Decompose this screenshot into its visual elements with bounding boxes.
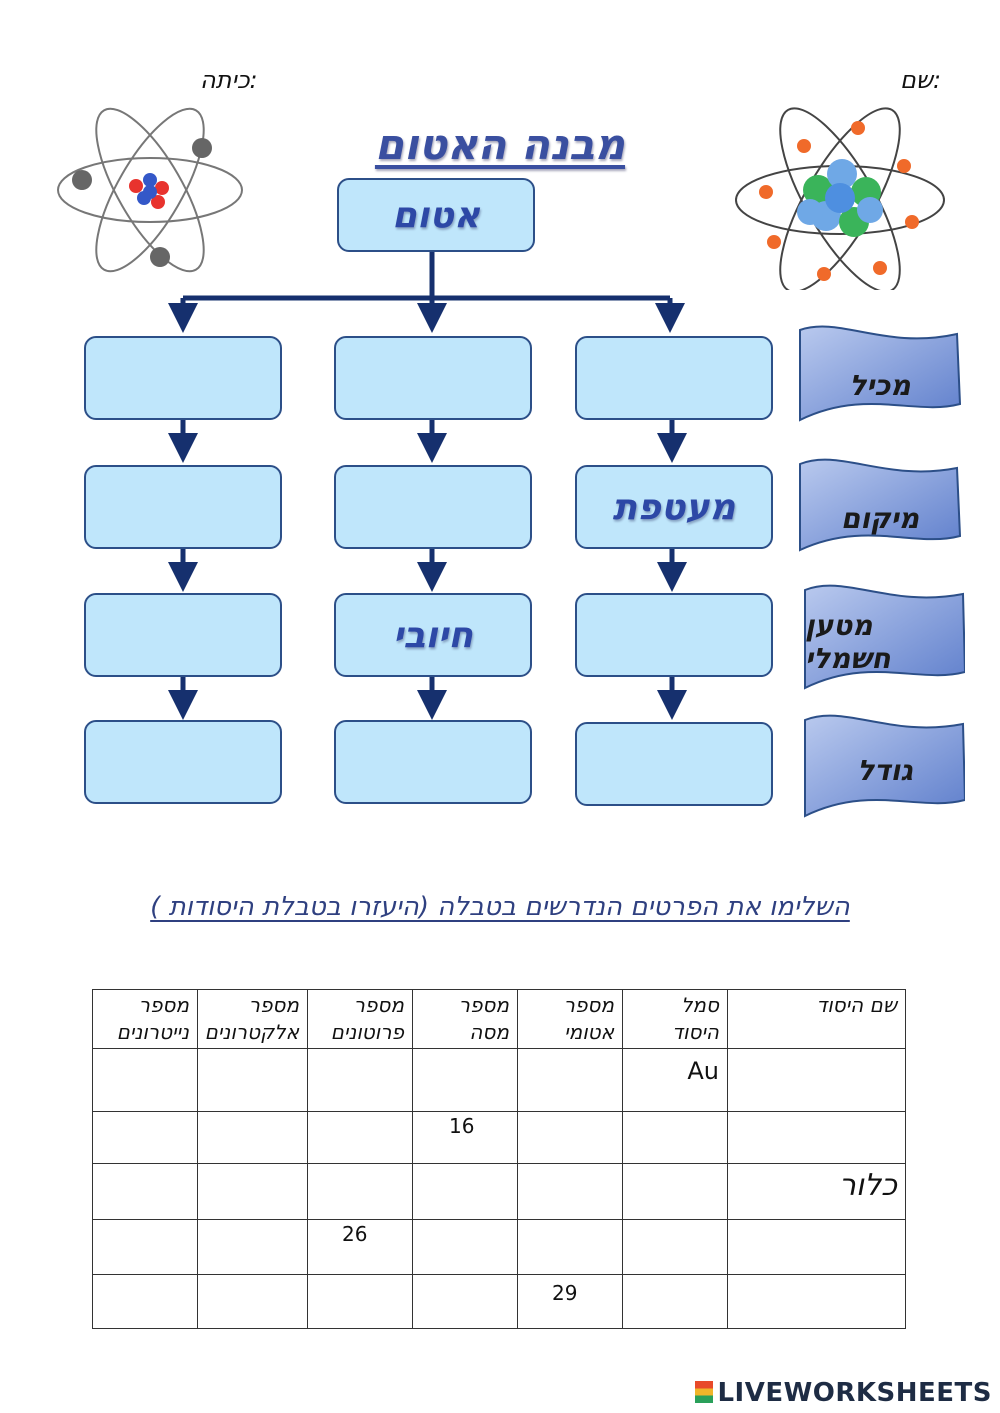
table-cell[interactable] bbox=[622, 1274, 728, 1329]
table-cell[interactable] bbox=[412, 1163, 518, 1220]
table-cell: 29 bbox=[517, 1274, 623, 1329]
table-cell[interactable] bbox=[412, 1048, 518, 1112]
table-cell[interactable] bbox=[412, 1274, 518, 1329]
row-banners bbox=[799, 325, 965, 818]
table-row: 16 bbox=[92, 1111, 906, 1164]
field-box-r2-left[interactable] bbox=[84, 465, 282, 549]
table-cell[interactable] bbox=[307, 1111, 413, 1164]
table-row: Au bbox=[92, 1048, 906, 1112]
table-cell[interactable] bbox=[727, 1219, 906, 1275]
liveworksheets-logo: LIVEWORKSHEETS bbox=[695, 1378, 992, 1408]
table-cell[interactable] bbox=[517, 1219, 623, 1275]
class-label: כיתה: bbox=[200, 66, 258, 94]
field-box-r2-mid[interactable] bbox=[334, 465, 532, 549]
table-cell[interactable] bbox=[92, 1219, 198, 1275]
banner-shape bbox=[799, 458, 962, 552]
col-header-electrons: מספר אלקטרונים bbox=[197, 989, 308, 1049]
row-label-contains: מכיל bbox=[849, 368, 911, 402]
table-cell[interactable] bbox=[92, 1163, 198, 1220]
row-label-size: גודל bbox=[857, 753, 913, 787]
table-cell[interactable] bbox=[307, 1163, 413, 1220]
table-cell[interactable] bbox=[307, 1048, 413, 1112]
field-box-r3-mid: חיובי bbox=[334, 593, 532, 677]
col-header-symbol: סמל היסוד bbox=[622, 989, 728, 1049]
table-cell[interactable] bbox=[517, 1048, 623, 1112]
elements-table: מספר נייטרונים מספר אלקטרונים מספר פרוטו… bbox=[92, 989, 906, 1329]
logo-mark-icon bbox=[695, 1381, 714, 1403]
table-cell[interactable] bbox=[727, 1048, 906, 1112]
root-box-atom: אטום bbox=[337, 178, 535, 252]
field-box-r3-left[interactable] bbox=[84, 593, 282, 677]
table-cell[interactable] bbox=[92, 1111, 198, 1164]
col-header-element-name: שם היסוד bbox=[727, 989, 906, 1049]
field-box-r4-left[interactable] bbox=[84, 720, 282, 804]
table-cell[interactable] bbox=[727, 1274, 906, 1329]
table-row: כלור bbox=[92, 1163, 906, 1220]
instruction-text: השלימו את הפרטים הנדרשים בטבלה (היעזרו ב… bbox=[150, 892, 850, 922]
banner-shape bbox=[804, 714, 965, 818]
row-label-charge: מטען חשמלי bbox=[805, 609, 891, 675]
table-cell[interactable] bbox=[622, 1111, 728, 1164]
table-cell: 26 bbox=[307, 1219, 413, 1275]
name-label: שם: bbox=[900, 66, 942, 94]
banner-shape bbox=[799, 325, 962, 422]
table-cell: כלור bbox=[727, 1163, 906, 1220]
field-box-r2-right: מעטפת bbox=[575, 465, 773, 549]
table-cell: Au bbox=[622, 1048, 728, 1112]
col-header-atomic-number: מספר אטומי bbox=[517, 989, 623, 1049]
table-cell[interactable] bbox=[412, 1219, 518, 1275]
field-box-r1-mid[interactable] bbox=[334, 336, 532, 420]
table-cell[interactable] bbox=[622, 1219, 728, 1275]
field-box-r1-left[interactable] bbox=[84, 336, 282, 420]
page-title: מבנה האטום bbox=[374, 120, 626, 169]
col-header-neutrons: מספר נייטרונים bbox=[92, 989, 198, 1049]
table-cell[interactable] bbox=[197, 1163, 308, 1220]
table-cell[interactable] bbox=[92, 1274, 198, 1329]
field-box-r3-right[interactable] bbox=[575, 593, 773, 677]
table-row: 26 bbox=[92, 1219, 906, 1275]
atom-illustration-right bbox=[735, 107, 945, 290]
field-box-r4-mid[interactable] bbox=[334, 720, 532, 804]
table-cell[interactable] bbox=[622, 1163, 728, 1220]
table-cell[interactable] bbox=[92, 1048, 198, 1112]
table-cell: 16 bbox=[412, 1111, 518, 1164]
table-cell[interactable] bbox=[307, 1274, 413, 1329]
banner-shape bbox=[804, 584, 965, 690]
col-header-protons: מספר פרוטונים bbox=[307, 989, 413, 1049]
field-box-r4-right[interactable] bbox=[575, 722, 773, 806]
table-cell[interactable] bbox=[197, 1274, 308, 1329]
table-cell[interactable] bbox=[197, 1048, 308, 1112]
field-box-r1-right[interactable] bbox=[575, 336, 773, 420]
hierarchy-connectors bbox=[168, 252, 687, 720]
table-cell[interactable] bbox=[727, 1111, 906, 1164]
table-cell[interactable] bbox=[517, 1163, 623, 1220]
atom-illustration-left bbox=[57, 107, 243, 273]
table-header-row: מספר נייטרונים מספר אלקטרונים מספר פרוטו… bbox=[92, 989, 906, 1049]
table-row: 29 bbox=[92, 1274, 906, 1329]
logo-text: LIVEWORKSHEETS bbox=[717, 1378, 992, 1408]
col-header-mass-number: מספר מסה bbox=[412, 989, 518, 1049]
row-label-location: מיקום bbox=[840, 501, 920, 535]
table-cell[interactable] bbox=[517, 1111, 623, 1164]
table-cell[interactable] bbox=[197, 1111, 308, 1164]
table-cell[interactable] bbox=[197, 1219, 308, 1275]
